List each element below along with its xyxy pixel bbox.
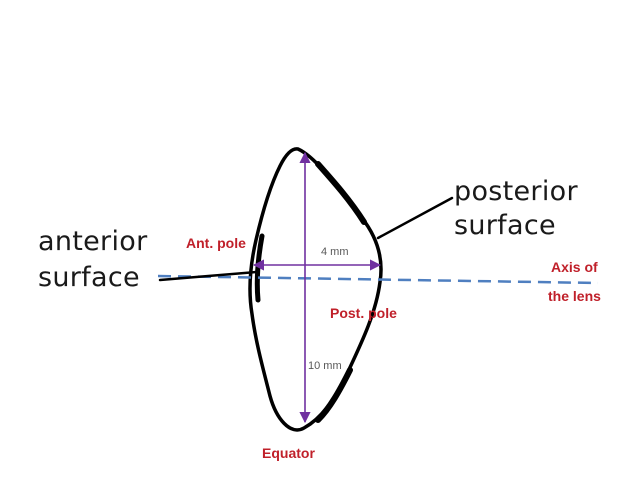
lens-outline-thick-lower-right	[315, 367, 353, 423]
post-pole-label: Post. pole	[330, 305, 397, 321]
lens-axis-line	[157, 274, 599, 285]
thickness-label: 4 mm	[321, 246, 349, 258]
posterior-surface-label-line2: surface	[454, 210, 556, 241]
lens-outline-thick-upper-right	[315, 161, 367, 225]
diameter-label: 10 mm	[308, 360, 342, 372]
anterior-surface-label-line2: surface	[38, 262, 140, 293]
anterior-surface-label-line1: anterior	[38, 226, 148, 257]
axis-label-line2: the lens	[548, 288, 601, 304]
posterior-surface-label-line1: posterior	[454, 176, 578, 207]
ant-pole-label: Ant. pole	[186, 235, 246, 251]
posterior-surface-leader	[376, 196, 454, 240]
anterior-surface-leader	[158, 270, 258, 282]
lens-outline	[248, 147, 383, 432]
equator-label: Equator	[262, 445, 315, 461]
axis-label-line1: Axis of	[551, 259, 598, 275]
